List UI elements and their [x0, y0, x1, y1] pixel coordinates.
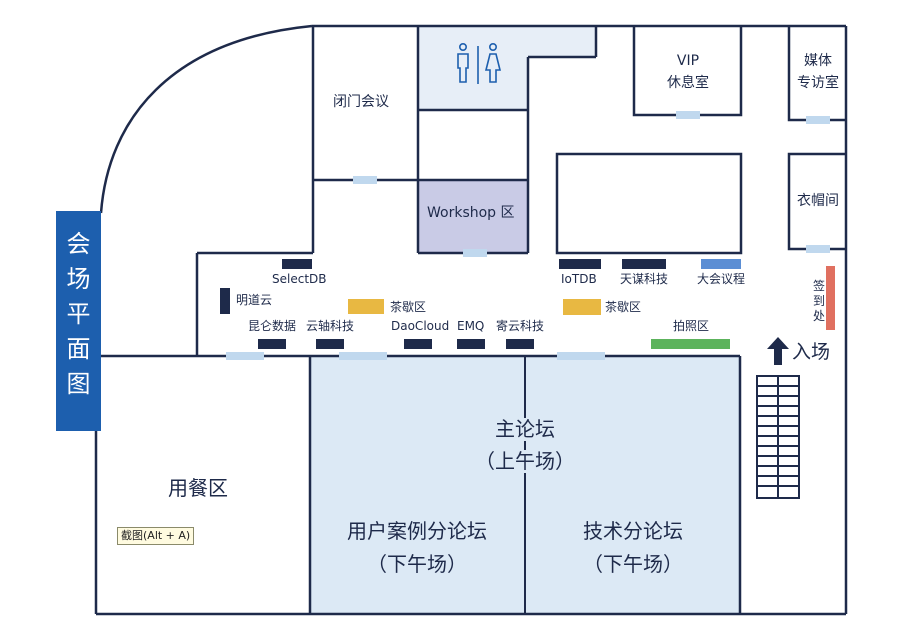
booth-label-tea-left: 茶歇区	[390, 300, 427, 314]
booth-photo	[651, 339, 730, 349]
door-forum-right	[557, 352, 605, 360]
booth-label-iotdb: IoTDB	[561, 272, 597, 286]
booth-tea-left	[348, 299, 384, 314]
room-main-forum-line2: （上午场）	[460, 450, 590, 473]
room-tech-forum-line1: 技术分论坛	[583, 519, 683, 543]
booth-tea-right	[563, 299, 601, 315]
booth-label-mingdaoyun: 明道云	[236, 293, 273, 307]
workshop-room	[418, 180, 528, 253]
room-user-forum-line1: 用户案例分论坛	[347, 519, 487, 543]
signin-label: 签 到 处	[813, 279, 825, 324]
booth-iotdb	[559, 259, 601, 269]
door-media	[806, 116, 830, 124]
booth-label-photo: 拍照区	[673, 319, 710, 333]
entrance-label: 入场	[792, 341, 831, 363]
title-char: 图	[66, 370, 91, 398]
booth-label-agenda: 大会议程	[697, 272, 746, 286]
restroom-icon	[457, 42, 502, 84]
booth-label-emq: EMQ	[457, 319, 485, 333]
room-dining: 用餐区	[168, 476, 228, 500]
room-media-line1: 媒体	[804, 53, 832, 69]
booth-emq	[457, 339, 485, 349]
room-vip-line2: 休息室	[667, 75, 709, 91]
signin-char: 签	[813, 279, 826, 293]
booth-mingdaoyun	[220, 288, 230, 314]
signin-desk	[826, 266, 835, 330]
booth-label-tianmou: 天谋科技	[620, 272, 669, 286]
booth-label-jiyun: 寄云科技	[496, 319, 545, 333]
booth-jiyun	[506, 339, 534, 349]
room-media-line2: 专访室	[797, 75, 839, 91]
door-workshop	[463, 249, 487, 257]
screenshot-tooltip: 截图(Alt + A)	[117, 527, 195, 545]
stairs-icon	[756, 375, 800, 499]
title-char: 场	[66, 265, 91, 293]
outer-wall-curve	[99, 24, 313, 214]
door-forum-left	[339, 352, 387, 360]
room-coatroom: 衣帽间	[797, 193, 839, 209]
door-vip	[676, 111, 700, 119]
door-dining	[226, 352, 264, 360]
booth-tianmou	[622, 259, 666, 269]
booth-daocloud	[404, 339, 432, 349]
signin-char: 处	[813, 309, 826, 323]
booth-agenda	[701, 259, 741, 269]
room-user-forum-line2: （下午场）	[367, 552, 467, 576]
page-title: 会 场 平 面 图	[56, 211, 101, 431]
title-char: 面	[66, 335, 91, 363]
title-char: 会	[66, 230, 91, 258]
booth-label-yunzhou: 云轴科技	[306, 319, 355, 333]
booth-kunlun	[258, 339, 286, 349]
room-main-forum-line1: 主论坛	[460, 418, 590, 441]
booth-label-selectdb: SelectDB	[272, 272, 327, 286]
room-vip-line1: VIP	[676, 53, 700, 69]
signin-char: 到	[813, 294, 826, 308]
restroom-room	[418, 26, 596, 110]
door-coatroom	[806, 245, 830, 253]
booth-selectdb	[282, 259, 312, 269]
booth-label-tea-right: 茶歇区	[605, 300, 642, 314]
room-workshop: Workshop 区	[427, 205, 515, 221]
title-char: 平	[66, 300, 91, 328]
entrance-arrow-icon	[767, 337, 789, 365]
door-closed-meeting	[353, 176, 377, 184]
booth-label-daocloud: DaoCloud	[391, 319, 450, 333]
booth-label-kunlun: 昆仑数据	[248, 319, 297, 333]
booth-yunzhou	[316, 339, 344, 349]
room-closed-meeting: 闭门会议	[333, 94, 389, 110]
room-tech-forum-line2: （下午场）	[583, 552, 683, 576]
